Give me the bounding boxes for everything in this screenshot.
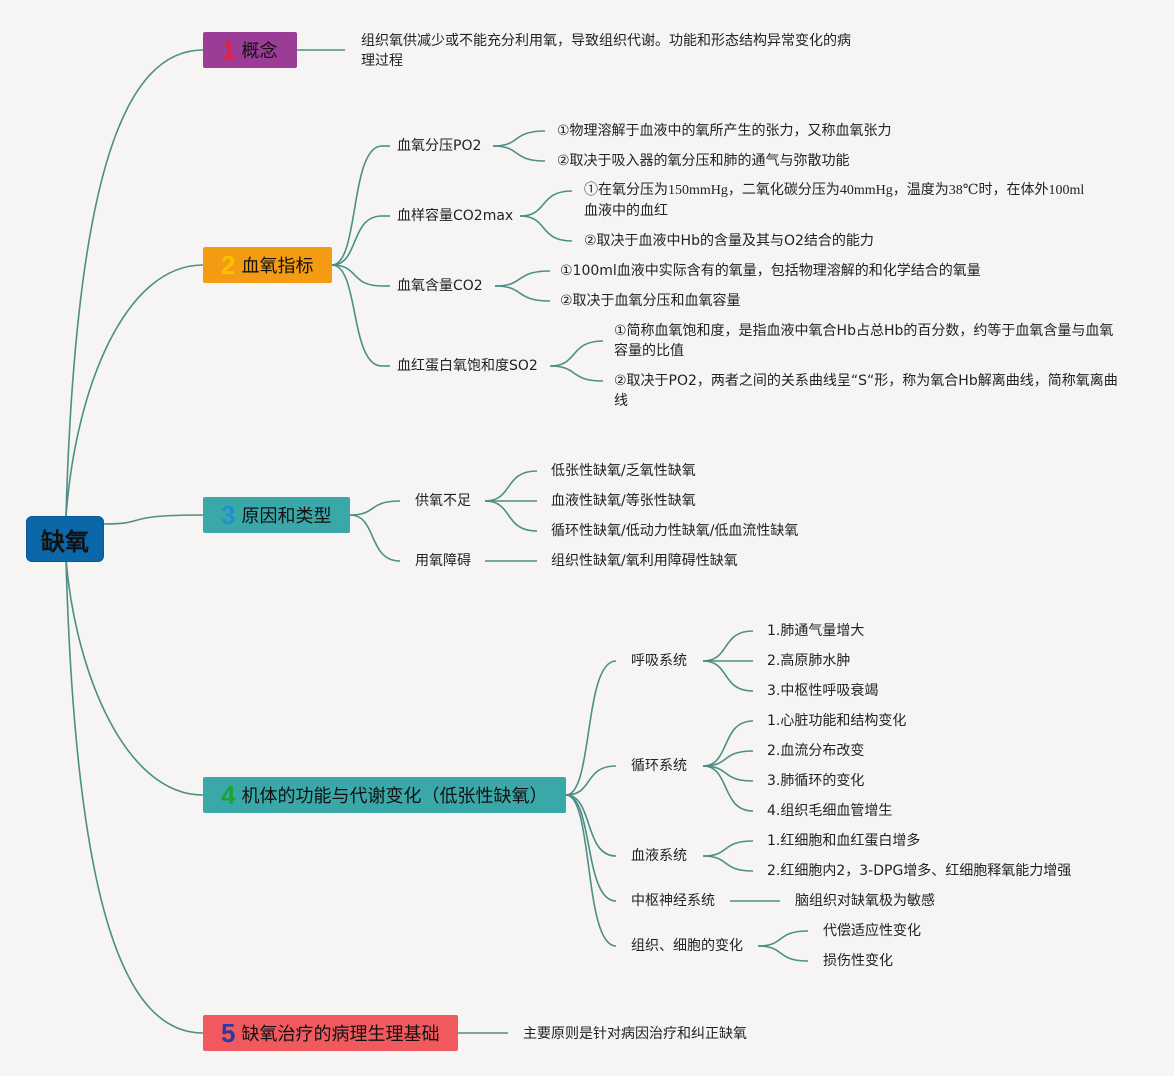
topic-connector (331, 215, 383, 266)
leaf-item: ②取决于吸入器的氧分压和肺的通气与弥散功能 (557, 153, 850, 169)
leaf-item: ①在氧分压为150mmHg，二氧化碳分压为40mmHg，温度为38℃时，在体外1… (584, 183, 1085, 198)
topic-label: 缺氧治疗的病理生理基础 (241, 1024, 440, 1045)
leaf-item: 1.心脏功能和结构变化 (767, 713, 907, 729)
branch-connector (549, 365, 604, 382)
topic-number: 5 (221, 1017, 236, 1048)
leaf-item: 组织性缺氧/氧利用障碍性缺氧 (551, 553, 738, 569)
branch-circulatory[interactable]: 循环系统 (631, 758, 687, 774)
branch-connector (484, 500, 538, 532)
branch-connector (702, 855, 754, 872)
root-connector (65, 264, 204, 517)
topic-connector (331, 145, 383, 266)
branch-respiratory[interactable]: 呼吸系统 (631, 653, 687, 669)
topic-number: 4 (221, 779, 236, 810)
leaf-item: 脑组织对缺氧极为敏感 (795, 893, 935, 909)
topic-connector (331, 264, 383, 367)
topic-label: 概念 (241, 41, 278, 62)
leaf-item: ①100ml血液中实际含有的氧量，包括物理溶解的和化学结合的氧量 (560, 263, 981, 279)
leaf-item: 2.红细胞内2，3-DPG增多、红细胞释氧能力增强 (767, 863, 1072, 879)
branch-connector (702, 720, 754, 767)
branch-connector (549, 340, 604, 367)
branch-co2max[interactable]: 血样容量CO2max (397, 208, 514, 224)
topic-1-concept[interactable]: 1 概念 (203, 32, 297, 68)
leaf-item: ②取决于血氧分压和血氧容量 (560, 293, 741, 309)
topic-3-causes-and-types[interactable]: 3 原因和类型 (203, 497, 350, 533)
root-connector (65, 49, 204, 517)
branch-blood[interactable]: 血液系统 (631, 848, 687, 864)
leaf-item: 1.肺通气量增大 (767, 623, 865, 639)
leaf-item: 容量的比值 (614, 343, 684, 359)
leaf-item: 血液性缺氧/等张性缺氧 (551, 493, 696, 509)
leaf-item: 2.高原肺水肿 (767, 653, 851, 669)
topic-number: 2 (221, 249, 236, 280)
topic-connector (565, 765, 617, 796)
topic-connector (331, 264, 383, 287)
topic-connector (565, 794, 617, 947)
topic-number: 3 (221, 499, 236, 530)
leaf-item: 循环性缺氧/低动力性缺氧/低血流性缺氧 (551, 523, 799, 539)
leaf-item: ②取决于PO2，两者之间的关系曲线呈“S“形，称为氧合Hb解离曲线，简称氧离曲 (614, 373, 1118, 389)
branch-connector (702, 840, 754, 857)
topic-label: 机体的功能与代谢变化（低张性缺氧） (241, 786, 548, 807)
root-node[interactable]: 缺氧 (26, 516, 104, 562)
branch-connector (519, 215, 573, 242)
concept-desc-line: 理过程 (361, 53, 403, 69)
topic-label: 原因和类型 (241, 506, 332, 527)
branch-co2[interactable]: 血氧含量CO2 (397, 278, 483, 294)
root-connector (65, 559, 204, 796)
branch-connector (492, 145, 546, 162)
leaf-item: 2.血流分布改变 (767, 743, 865, 759)
leaf-item: 低张性缺氧/乏氧性缺氧 (551, 463, 696, 479)
topic-connector (349, 514, 401, 562)
leaf-item: 代偿适应性变化 (823, 923, 921, 939)
topic-5-treatment-basis[interactable]: 5 缺氧治疗的病理生理基础 (203, 1015, 458, 1051)
branch-insufficient-supply[interactable]: 供氧不足 (415, 493, 471, 509)
root-connector (65, 559, 204, 1034)
leaf-item: 血液中的血红 (584, 203, 668, 219)
leaf-item: ①物理溶解于血液中的氧所产生的张力，又称血氧张力 (557, 123, 892, 139)
concept-desc-line: 组织氧供减少或不能充分利用氧，导致组织代谢。功能和形态结构异常变化的病 (361, 33, 851, 49)
treatment-desc: 主要原则是针对病因治疗和纠正缺氧 (523, 1026, 747, 1042)
topic-connector (565, 660, 617, 796)
branch-connector (492, 130, 546, 147)
topic-4-function-metabolism[interactable]: 4 机体的功能与代谢变化（低张性缺氧） (203, 777, 566, 813)
branch-connector (702, 660, 754, 692)
leaf-item: ②取决于血液中Hb的含量及其与O2结合的能力 (584, 233, 874, 249)
branch-utilization-disorder[interactable]: 用氧障碍 (415, 553, 471, 569)
branch-connector (702, 630, 754, 662)
leaf-item: 4.组织毛细血管增生 (767, 803, 893, 819)
branch-po2[interactable]: 血氧分压PO2 (397, 138, 482, 154)
branch-connector (702, 765, 754, 812)
branch-so2[interactable]: 血红蛋白氧饱和度SO2 (397, 358, 538, 374)
branch-connector (757, 930, 809, 947)
branch-cns[interactable]: 中枢神经系统 (631, 893, 715, 909)
topic-label: 血氧指标 (241, 256, 314, 277)
root-label: 缺氧 (41, 527, 89, 556)
topic-number: 1 (221, 34, 236, 65)
leaf-item: 1.红细胞和血红蛋白增多 (767, 833, 921, 849)
branch-tissue-cell[interactable]: 组织、细胞的变化 (631, 938, 743, 954)
leaf-item: 线 (614, 393, 628, 409)
root-connector (101, 514, 204, 525)
leaf-item: ①简称血氧饱和度，是指血液中氧合Hb占总Hb的百分数，约等于血氧含量与血氧 (614, 323, 1114, 339)
branch-connector (494, 270, 551, 287)
branch-connector (757, 945, 809, 962)
branch-connector (494, 285, 551, 302)
branch-connector (484, 470, 538, 502)
topic-2-blood-oxygen-indicators[interactable]: 2 血氧指标 (203, 247, 332, 283)
topic-connector (565, 794, 617, 857)
topic-connector (349, 500, 401, 516)
leaf-item: 损伤性变化 (823, 953, 893, 969)
leaf-item: 3.肺循环的变化 (767, 773, 865, 789)
leaf-item: 3.中枢性呼吸衰竭 (767, 683, 879, 699)
branch-connector (519, 190, 573, 217)
